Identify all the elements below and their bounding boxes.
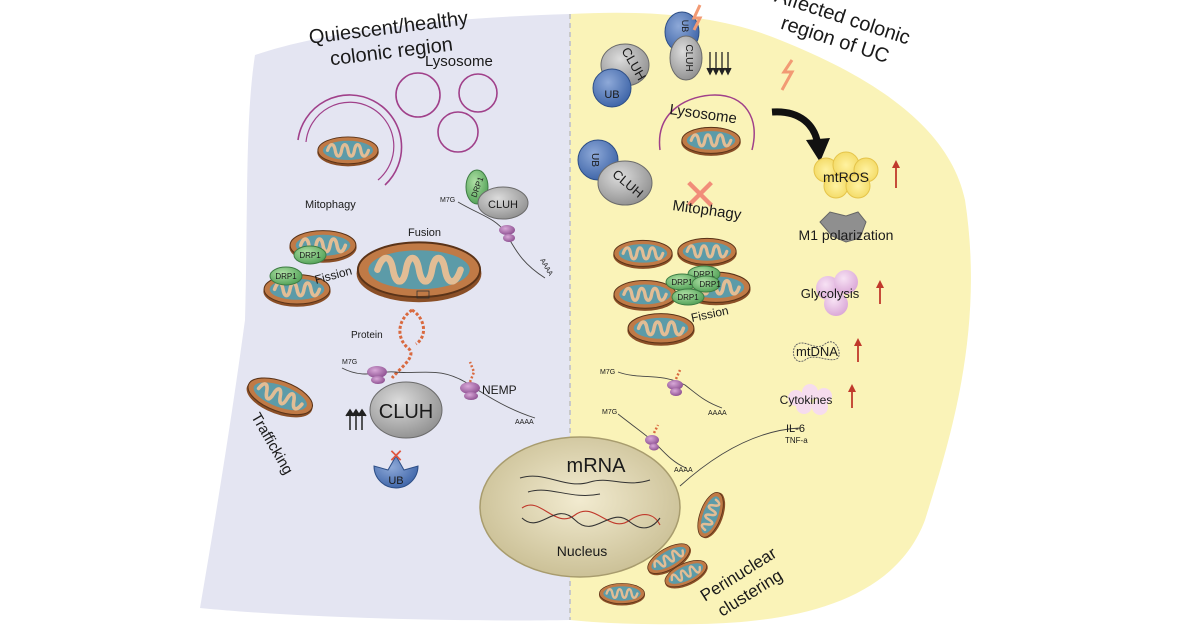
cluh-protein bbox=[369, 381, 443, 439]
up-arrow-icon bbox=[848, 384, 856, 392]
left-lysosome-label: Lysosome bbox=[425, 53, 493, 70]
ub-label: UB bbox=[388, 475, 403, 487]
mrna-strand bbox=[527, 489, 601, 496]
ribosome bbox=[464, 392, 478, 400]
drp1-label: DRP1 bbox=[275, 272, 297, 281]
fusion-label: Fusion bbox=[408, 227, 441, 239]
aaaa-label: AAAA bbox=[515, 419, 534, 426]
il6-label: IL-6 bbox=[786, 423, 805, 435]
fused-mitochondrion bbox=[357, 242, 482, 302]
mtros-cluster bbox=[813, 151, 879, 199]
healthy-region-background bbox=[200, 14, 570, 621]
drp1-protein bbox=[293, 245, 327, 265]
drp1-label: DRP1 bbox=[299, 251, 321, 260]
drp1-protein bbox=[691, 275, 721, 293]
lysosome-vesicle bbox=[395, 72, 441, 118]
mitochondrion bbox=[680, 125, 742, 158]
cluh-label: CLUH bbox=[683, 44, 694, 71]
mitochondrion bbox=[316, 135, 380, 168]
mtdna-icon bbox=[792, 341, 840, 362]
protein-chain bbox=[390, 308, 413, 379]
up-arrow-icon bbox=[854, 338, 862, 346]
mrna-label: mRNA bbox=[567, 455, 627, 477]
mtdna-label: mtDNA bbox=[796, 344, 838, 359]
cluh-label: CLUH bbox=[488, 199, 518, 211]
up-arrow-icon bbox=[892, 160, 900, 168]
mitochondrion bbox=[626, 311, 696, 348]
cytokines-label: Cytokines bbox=[780, 393, 833, 407]
drp1-protein bbox=[269, 266, 303, 286]
protein-label: Protein bbox=[351, 330, 383, 341]
dna-strand bbox=[521, 513, 661, 529]
cluh-large-label: CLUH bbox=[379, 401, 433, 423]
ribosome bbox=[503, 234, 515, 242]
ribosome bbox=[367, 366, 387, 378]
m1-label: M1 polarization bbox=[799, 227, 894, 243]
nascent-peptide bbox=[652, 424, 660, 434]
ub-protein bbox=[592, 68, 632, 108]
nucleus bbox=[479, 436, 681, 578]
mtros-label: mtROS bbox=[823, 169, 869, 185]
ribosome bbox=[371, 376, 385, 384]
block-icon: ✕ bbox=[682, 171, 719, 220]
ribosome bbox=[499, 225, 515, 235]
m7g-label: M7G bbox=[440, 197, 455, 204]
ribosome bbox=[667, 380, 683, 390]
aaaa-label: AAAA bbox=[708, 410, 727, 417]
mitochondrion bbox=[612, 238, 674, 271]
m7g-label: M7G bbox=[602, 409, 617, 416]
ub-label: UB bbox=[604, 89, 619, 101]
nucleus-label: Nucleus bbox=[557, 543, 608, 559]
cluh-protein bbox=[477, 186, 529, 220]
cluh-protein bbox=[597, 160, 653, 206]
glycolysis-cluster bbox=[816, 270, 858, 316]
protein-chain bbox=[411, 308, 425, 346]
left-mitophagy-label: Mitophagy bbox=[305, 199, 356, 211]
secretion-line bbox=[679, 427, 801, 487]
nascent-peptide bbox=[468, 361, 476, 383]
drp1-label: DRP1 bbox=[693, 270, 715, 279]
drp1-label: DRP1 bbox=[699, 280, 721, 289]
mitophagy-membrane-inner bbox=[305, 101, 395, 181]
lightning-icon bbox=[780, 59, 795, 91]
m7g-label: M7G bbox=[600, 369, 615, 376]
mrna-strand bbox=[617, 371, 723, 409]
ub-label: UB bbox=[680, 20, 690, 33]
aaaa-label: AAAA bbox=[674, 467, 693, 474]
drp1-label: DRP1 bbox=[677, 293, 699, 302]
mitophagy-membrane bbox=[297, 94, 403, 186]
nemp-label: NEMP bbox=[482, 383, 517, 397]
ribosome bbox=[649, 443, 659, 451]
mitochondrion bbox=[598, 582, 646, 607]
ub-label: UB bbox=[589, 153, 600, 167]
ribosome bbox=[645, 435, 659, 445]
drp1-protein bbox=[671, 288, 705, 306]
nascent-peptide bbox=[674, 369, 682, 380]
mitochondrion bbox=[676, 236, 738, 269]
progression-arrow-head bbox=[806, 138, 830, 162]
dna-strand bbox=[521, 504, 661, 526]
lysosome-membrane bbox=[658, 94, 755, 151]
ribosome bbox=[670, 388, 682, 396]
upregulation-arrows bbox=[345, 408, 367, 430]
ub-protein bbox=[373, 454, 419, 489]
lysosome-vesicle bbox=[437, 111, 479, 153]
membrane-pore bbox=[416, 290, 430, 299]
cluh-protein bbox=[669, 35, 703, 81]
mrna-strand bbox=[519, 475, 651, 485]
tnfa-label: TNF-a bbox=[785, 436, 808, 445]
cytokine-cluster bbox=[788, 384, 832, 415]
m7g-label: M7G bbox=[342, 359, 357, 366]
block-icon: ✕ bbox=[388, 446, 403, 466]
ribosome bbox=[460, 382, 480, 394]
up-arrow-icon bbox=[876, 280, 884, 288]
lysosome-vesicle bbox=[458, 73, 498, 113]
lightning-icon bbox=[691, 4, 703, 31]
macrophage-icon bbox=[819, 211, 867, 243]
glycolysis-label: Glycolysis bbox=[801, 286, 860, 301]
drp1-label: DRP1 bbox=[671, 278, 693, 287]
downregulation-arrows bbox=[706, 52, 732, 76]
